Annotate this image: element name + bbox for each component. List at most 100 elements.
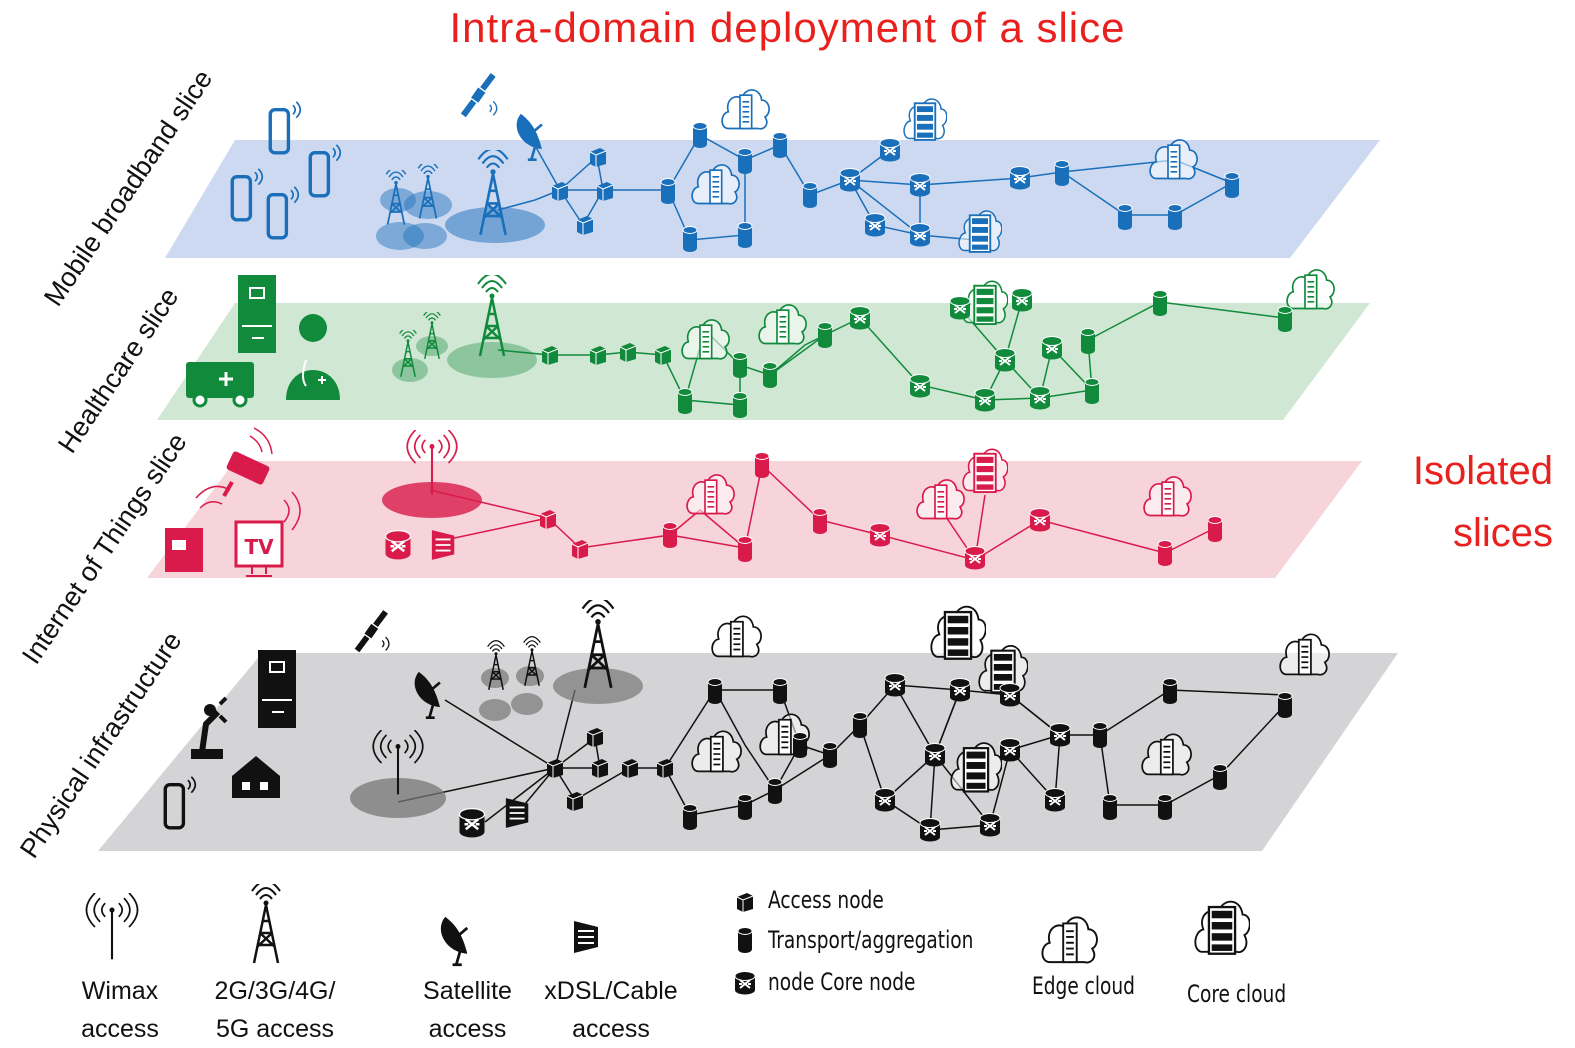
legend-core-node: node Core node (768, 968, 916, 996)
house-icon (232, 756, 280, 798)
mbb-slice (232, 75, 1240, 254)
cylinder-icon (817, 322, 833, 348)
legend-wimax-line2: access (81, 1015, 159, 1043)
phys-slice (165, 600, 1330, 842)
legend-cellular-line2: 5G access (215, 1015, 335, 1043)
cylinder-icon (1152, 290, 1168, 316)
legend-satellite-line1: Satellite (423, 977, 512, 1005)
tower-icon (250, 884, 282, 965)
cylinder-icon (682, 804, 698, 830)
legend-core-cloud: Core cloud (1187, 980, 1287, 1008)
router-icon (949, 296, 971, 320)
cylinder-icon (754, 452, 770, 478)
cylinder-icon (1277, 692, 1293, 718)
router-icon (734, 970, 756, 996)
legend-transport: Transport/aggregation (768, 926, 974, 954)
cylinder-icon (682, 226, 698, 252)
doctor-icon (286, 314, 340, 400)
cylinder-icon (1092, 722, 1108, 748)
cylinder-icon (762, 362, 778, 388)
cylinder-icon (737, 148, 753, 174)
router-icon (864, 213, 886, 237)
edge-cloud-icon (1279, 633, 1330, 676)
legend-xdsl-line2: access (572, 1015, 650, 1043)
core-cloud-icon (930, 605, 986, 661)
legend-satellite-line2: access (428, 1015, 507, 1043)
iot-slice: TV (165, 427, 1223, 577)
legend-xdsl: xDSL/Cable access (526, 972, 696, 1048)
cylinder-icon (707, 678, 723, 704)
router-icon (1049, 723, 1071, 747)
coffee-machine-icon (165, 528, 203, 572)
legend-cellular: 2G/3G/4G/ 5G access (180, 972, 370, 1048)
edge-cloud-icon (711, 615, 762, 658)
cylinder-icon (732, 392, 748, 418)
cylinder-icon (737, 222, 753, 248)
router-icon (964, 546, 986, 570)
router-icon (999, 738, 1021, 762)
router-icon (1041, 336, 1063, 360)
legend-satellite: Satellite access (405, 972, 530, 1048)
router-icon (924, 743, 946, 767)
cylinder-icon (1167, 204, 1183, 230)
cylinder-icon (772, 678, 788, 704)
router-icon (874, 788, 896, 812)
router-icon (458, 808, 486, 838)
health-slice (186, 269, 1335, 418)
tv-icon: TV (234, 491, 301, 577)
cylinder-icon (852, 712, 868, 738)
router-icon (919, 818, 941, 842)
router-icon (979, 813, 1001, 837)
router-icon (879, 138, 901, 162)
cylinder-icon (1212, 764, 1228, 790)
building-icon (238, 275, 276, 353)
router-icon (384, 530, 412, 560)
wimax-icon (85, 893, 139, 961)
cylinder-icon (1157, 540, 1173, 566)
cylinder-icon (677, 388, 693, 414)
router-icon (1009, 166, 1031, 190)
router-icon (1029, 386, 1051, 410)
ambulance-icon (186, 362, 254, 408)
router-icon (849, 306, 871, 330)
router-icon (909, 223, 931, 247)
cylinder-icon (1224, 172, 1240, 198)
robot-arm-icon (191, 696, 228, 759)
core-cloud-icon (903, 97, 947, 142)
router-icon (1044, 788, 1066, 812)
dish-icon (439, 915, 469, 967)
cylinder-icon (737, 794, 753, 820)
router-icon (999, 683, 1021, 707)
satellite-icon (463, 75, 496, 115)
cylinder-icon (737, 926, 753, 954)
health-plane (157, 303, 1370, 420)
svg-text:TV: TV (244, 535, 274, 559)
satellite-icon (357, 612, 389, 651)
cylinder-icon (692, 122, 708, 148)
legend-wimax: Wimax access (60, 972, 180, 1048)
router-icon (994, 348, 1016, 372)
cylinder-icon (1080, 328, 1096, 354)
router-icon (1011, 288, 1033, 312)
cylinder-icon (737, 536, 753, 562)
edge-cloud-icon (721, 89, 770, 130)
page-title: Intra-domain deployment of a slice (449, 4, 1126, 51)
edge-cloud-icon (1286, 269, 1335, 310)
cylinder-icon (1117, 204, 1133, 230)
cylinder-icon (1157, 794, 1173, 820)
cylinder-icon (1084, 378, 1100, 404)
legend-cellular-line1: 2G/3G/4G/ (214, 977, 336, 1005)
cylinder-icon (660, 178, 676, 204)
core-cloud-icon (962, 448, 1008, 494)
isolated-label-line2: slices (1452, 511, 1553, 555)
router-icon (1029, 508, 1051, 532)
cylinder-icon (732, 352, 748, 378)
core-cloud-icon (1194, 900, 1250, 956)
cylinder-icon (1207, 516, 1223, 542)
router-icon (949, 678, 971, 702)
legend-edge-cloud: Edge cloud (1032, 972, 1135, 1000)
cube-icon (736, 892, 754, 913)
cylinder-icon (1277, 306, 1293, 332)
router-icon (974, 388, 996, 412)
